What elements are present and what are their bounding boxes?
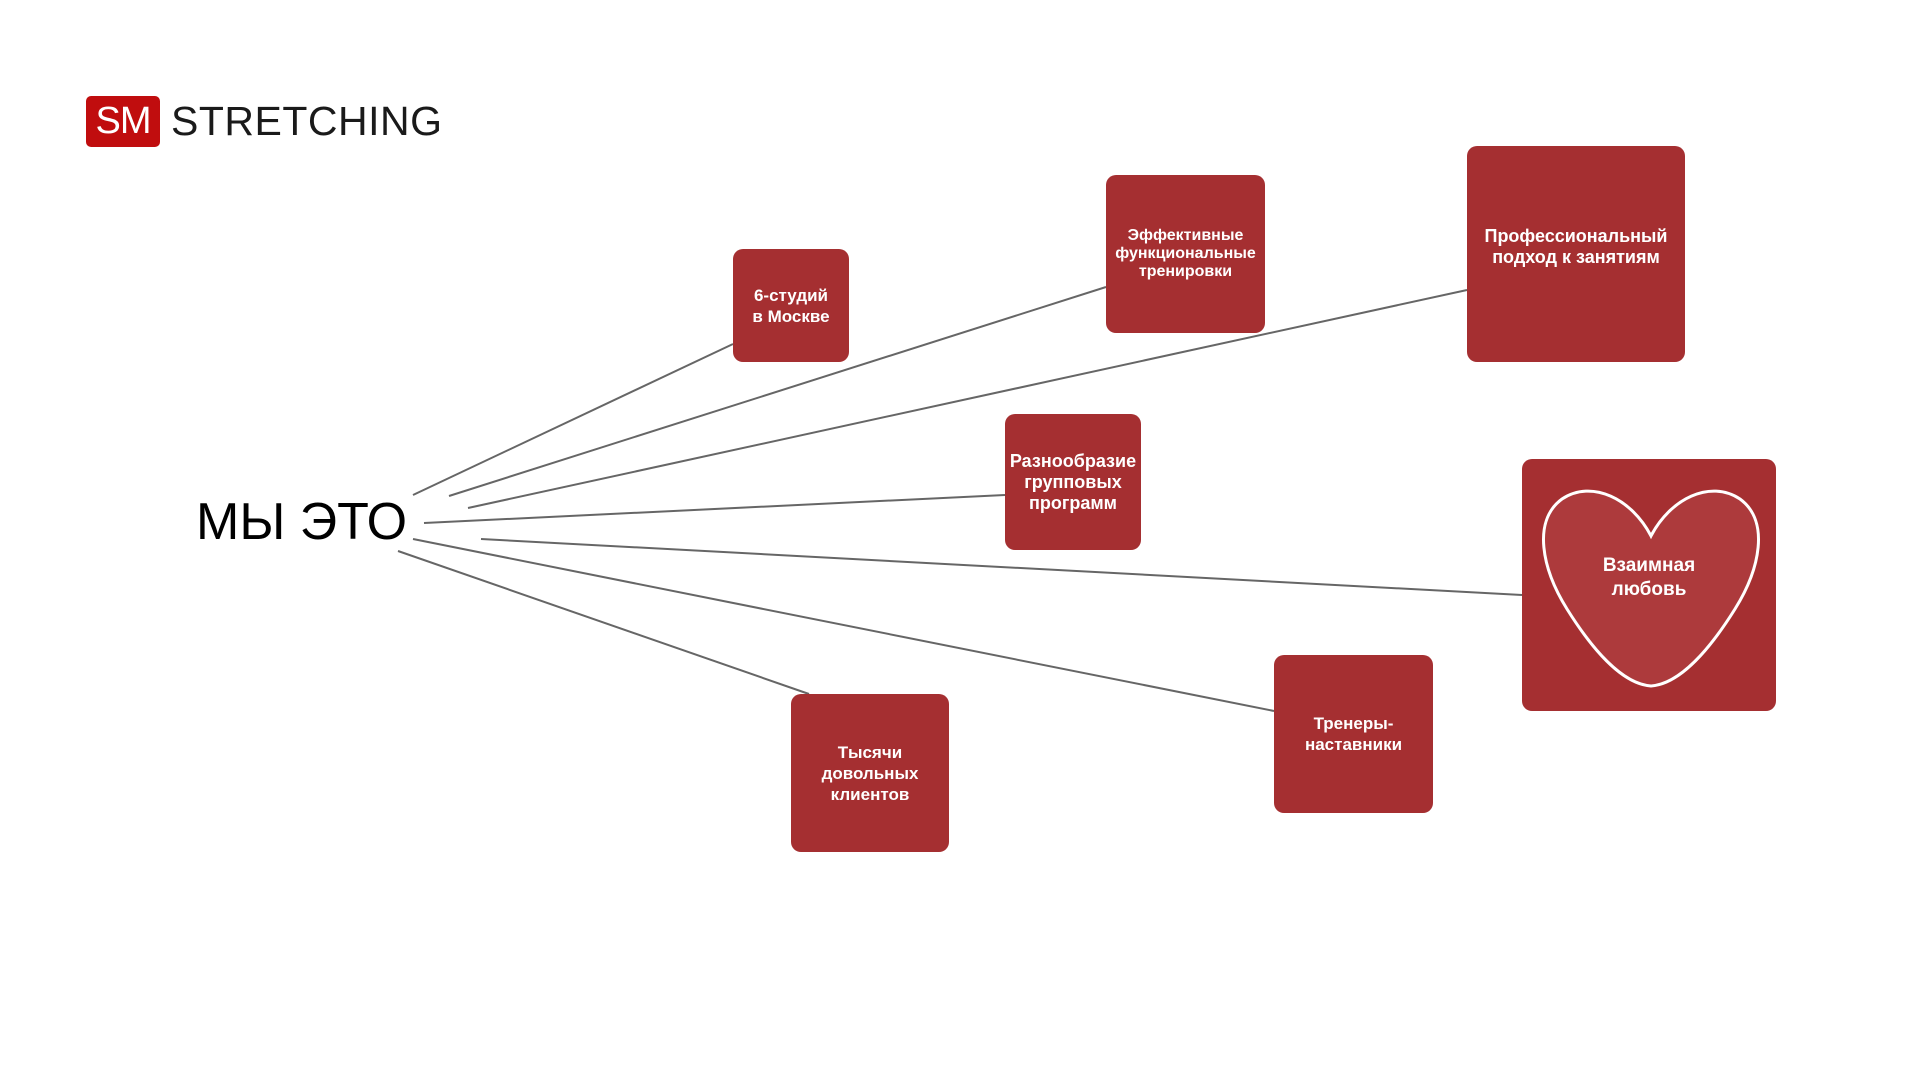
node-text: групповых bbox=[1024, 471, 1122, 492]
node-text: Разнообразие bbox=[1009, 450, 1137, 471]
connector-clients bbox=[397, 550, 810, 695]
node-text: Тренеры- bbox=[1313, 714, 1394, 733]
node-text: довольных bbox=[821, 764, 919, 783]
connector-professional bbox=[467, 289, 1468, 509]
node-text: Профессиональный bbox=[1484, 226, 1668, 246]
node-text: программ bbox=[1029, 492, 1117, 513]
logo-text: STRETCHING bbox=[171, 98, 443, 144]
node-text: в Москве bbox=[752, 306, 830, 326]
node-text: Тысячи bbox=[837, 743, 903, 762]
node-text: Взаимная bbox=[1602, 555, 1696, 576]
connector-love bbox=[480, 538, 1523, 596]
connector-trainers bbox=[412, 538, 1275, 712]
node-clients: Тысячи довольных клиентов bbox=[791, 694, 949, 852]
node-text: тренировки bbox=[1138, 263, 1233, 280]
heart-icon bbox=[1542, 489, 1760, 688]
logo-mark: SM bbox=[86, 96, 160, 147]
node-trainers: Тренеры-наставники bbox=[1274, 655, 1433, 813]
node-text: клиентов bbox=[830, 785, 910, 804]
node-text: любовь bbox=[1611, 579, 1687, 600]
node-text: Эффективные bbox=[1127, 227, 1244, 244]
node-text: 6-студий bbox=[753, 285, 829, 305]
center-label: МЫ ЭТО bbox=[196, 493, 408, 551]
connector-variety bbox=[423, 494, 1006, 524]
node-text: функциональные bbox=[1115, 245, 1256, 262]
node-text: подход к занятиям bbox=[1492, 247, 1660, 267]
connector-effective bbox=[448, 286, 1107, 497]
node-love: Взаимная любовь bbox=[1522, 459, 1776, 711]
connector-studios bbox=[412, 343, 734, 496]
node-text: наставники bbox=[1304, 735, 1403, 754]
logo: SM STRETCHING bbox=[86, 96, 443, 147]
